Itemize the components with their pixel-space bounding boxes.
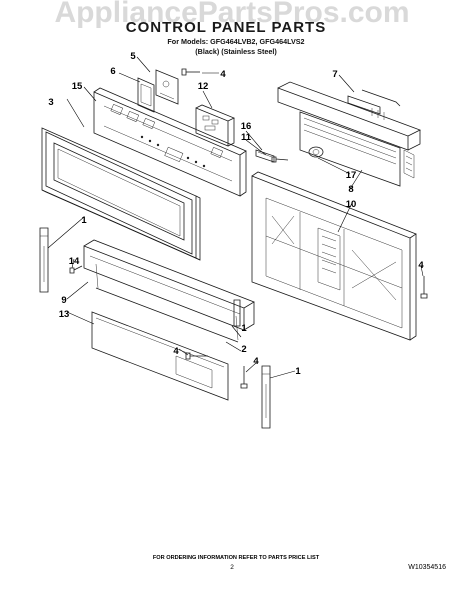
callout-4-top: 4 xyxy=(220,69,226,80)
callout-12: 12 xyxy=(198,81,209,92)
callout-17: 17 xyxy=(346,170,357,181)
vent-duct-part xyxy=(277,81,422,187)
trim-frame-part xyxy=(41,127,201,261)
callout-13: 13 xyxy=(59,309,70,320)
callout-15: 15 xyxy=(72,81,83,92)
switch-part xyxy=(255,149,275,163)
callout-11: 11 xyxy=(241,132,252,143)
callout-14: 14 xyxy=(69,256,80,267)
variants-line: (Black) (Stainless Steel) xyxy=(195,47,277,56)
side-bracket-left-part xyxy=(39,227,49,293)
access-cover-part xyxy=(91,311,229,401)
ordering-note: FOR ORDERING INFORMATION REFER TO PARTS … xyxy=(153,555,320,561)
callout-4-lower: 4 xyxy=(173,346,179,357)
electronic-control-part xyxy=(195,104,235,147)
screw-part-lower xyxy=(185,352,208,360)
models-line: For Models: GFG464LVB2, GFG464LVS2 xyxy=(167,37,304,46)
side-bracket-upper-part xyxy=(233,299,241,327)
page-title: CONTROL PANEL PARTS xyxy=(126,19,326,36)
callout-6: 6 xyxy=(110,66,115,77)
document-number: W10354516 xyxy=(408,564,446,571)
watermark-text: AppliancePartsPros.com xyxy=(54,0,409,29)
bumper-part xyxy=(308,146,324,158)
callout-5: 5 xyxy=(130,51,136,62)
callout-1-left: 1 xyxy=(81,215,87,226)
page-number: 2 xyxy=(230,564,234,571)
bracket-part xyxy=(137,77,155,113)
leader-lines xyxy=(47,56,424,379)
callout-2: 2 xyxy=(241,344,246,355)
screw-part-bottom xyxy=(240,366,248,389)
callout-9: 9 xyxy=(61,295,66,306)
callout-16: 16 xyxy=(241,121,252,132)
callout-10: 10 xyxy=(346,199,357,210)
callout-4-right: 4 xyxy=(418,260,424,271)
callout-1-right: 1 xyxy=(295,366,301,377)
control-panel-housing-part xyxy=(93,87,247,197)
lower-channel-part xyxy=(83,239,255,343)
screw-part-16 xyxy=(271,156,289,163)
callout-3: 3 xyxy=(48,97,53,108)
clock-board-part xyxy=(155,69,179,105)
callout-8: 8 xyxy=(348,184,353,195)
screw-part-top xyxy=(181,68,200,76)
rear-panel-part xyxy=(251,171,417,341)
callout-4-bottom: 4 xyxy=(253,356,259,367)
screw-part-right xyxy=(420,276,428,299)
screw-part-14 xyxy=(69,265,83,274)
side-bracket-right-part xyxy=(261,365,271,429)
callout-7: 7 xyxy=(332,69,337,80)
callout-1-upper: 1 xyxy=(241,323,247,334)
callout-labels: 1 1 1 2 3 4 4 4 4 5 6 7 8 9 10 11 12 13 … xyxy=(48,51,424,377)
